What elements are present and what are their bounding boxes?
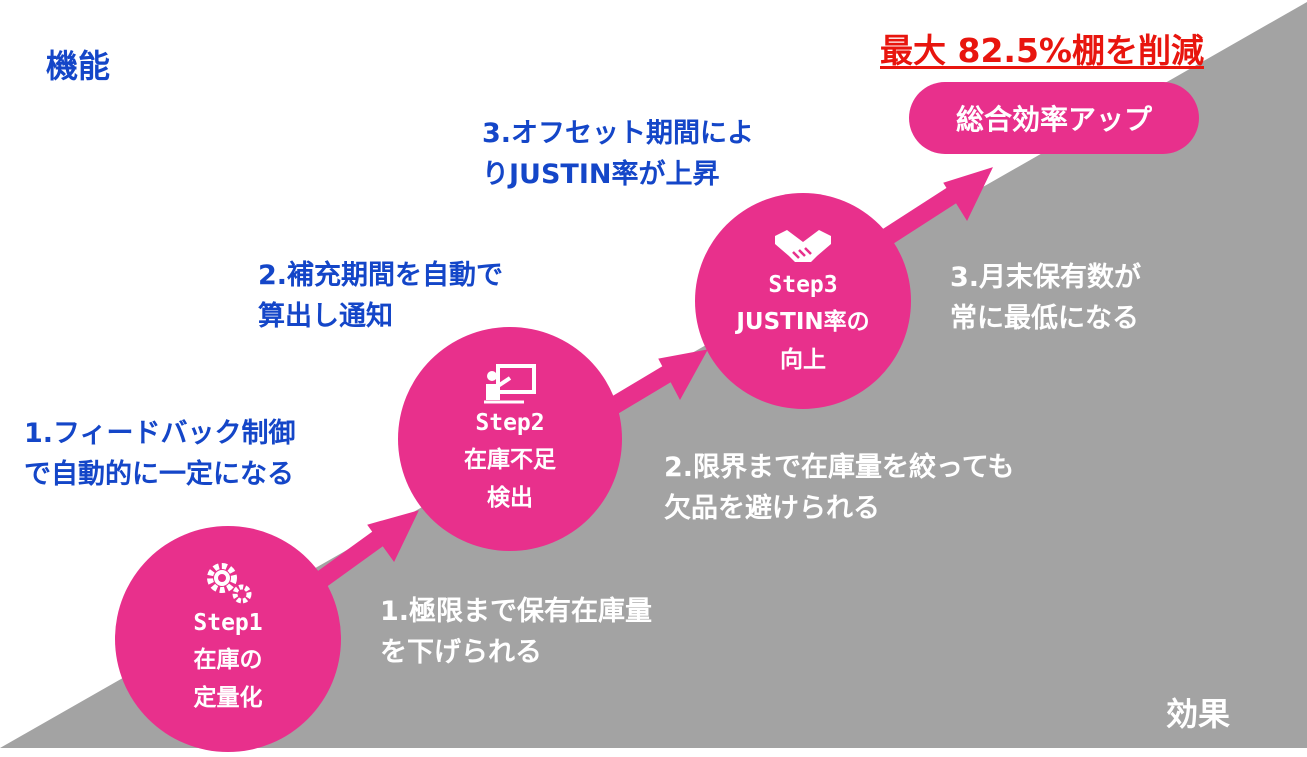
step3-text: JUSTIN率の 向上: [736, 309, 870, 373]
step2-label: Step2: [475, 410, 545, 437]
step1-text: 在庫の 定量化: [193, 647, 263, 711]
presentation-icon: [484, 364, 536, 404]
step3-circle: Step3 JUSTIN率の 向上: [695, 193, 911, 409]
effect-3-text: 3.月末保有数が 常に最低になる: [950, 262, 1142, 334]
function-3-text: 3.オフセット期間によ りJUSTIN率が上昇: [482, 118, 755, 190]
gears-icon: [207, 563, 252, 604]
effect-axis-label: 効果: [1166, 695, 1231, 733]
function-1-text: 1.フィードバック制御 で自動的に一定になる: [24, 418, 296, 490]
goal-pill: 総合効率アップ: [909, 82, 1199, 154]
function-2-text: 2.補充期間を自動で 算出し通知: [258, 260, 504, 332]
step3-label: Step3: [768, 272, 838, 299]
handshake-icon: [775, 230, 831, 263]
step2-text: 在庫不足 検出: [464, 447, 556, 511]
step1-label: Step1: [193, 610, 263, 637]
function-axis-label: 機能: [46, 47, 111, 85]
step2-circle: Step2 在庫不足 検出: [398, 327, 622, 551]
effect-2-text: 2.限界まで在庫量を絞っても 欠品を避けられる: [664, 452, 1015, 524]
headline-reduction: 最大 82.5%棚を削減: [880, 31, 1204, 70]
effect-1-text: 1.極限まで保有在庫量 を下げられる: [380, 596, 653, 668]
step1-circle: Step1 在庫の 定量化: [115, 526, 341, 752]
